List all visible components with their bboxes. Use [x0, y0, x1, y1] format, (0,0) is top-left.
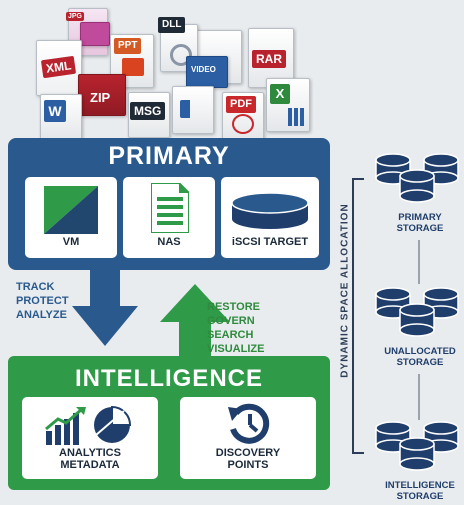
axis-label-text: DYNAMIC SPACE ALLOCATION — [339, 203, 351, 378]
analytics-label: ANALYTICS METADATA — [22, 447, 158, 471]
video-tag: VIDEO — [191, 65, 216, 74]
ppt-tag: PPT — [114, 38, 142, 54]
down-arrow — [72, 268, 138, 346]
govern-text: GOVERN — [207, 315, 255, 327]
intelligence-storage-label: INTELLIGENCE STORAGE — [370, 480, 464, 502]
bar-chart-icon — [288, 108, 304, 126]
zip-file-icon — [78, 74, 126, 116]
intelligence-storage-icon — [375, 421, 459, 471]
discovery-line: DISCOVERY — [215, 447, 281, 459]
connector-line — [418, 374, 420, 420]
allocation-bracket — [352, 178, 364, 454]
up-arrow — [160, 284, 230, 358]
gear-icon — [170, 44, 192, 66]
restore-clock-icon — [228, 403, 270, 444]
iscsi-label: iSCSI TARGET — [231, 236, 309, 248]
msg-tag: MSG — [130, 102, 166, 120]
unallocated-storage-icon — [375, 287, 459, 337]
dll-tag: DLL — [158, 17, 186, 33]
intelligence-storage-line2: STORAGE — [396, 491, 444, 502]
vm-icon — [44, 186, 98, 234]
intelligence-title: INTELLIGENCE — [74, 365, 263, 392]
analyze-text: ANALYZE — [16, 309, 67, 321]
track-text: TRACK — [16, 281, 55, 293]
track-protect-analyze: TRACK PROTECT ANALYZE — [16, 280, 69, 322]
document-icon — [151, 183, 189, 233]
search-text: SEARCH — [207, 329, 254, 341]
discovery-card: DISCOVERY POINTS — [180, 397, 316, 479]
pdf-tag: PDF — [226, 96, 256, 113]
primary-storage-line1: PRIMARY — [398, 212, 442, 223]
analytics-card: ANALYTICS METADATA — [22, 397, 158, 479]
zip-tag: ZIP — [90, 90, 111, 105]
speaker-icon — [180, 100, 202, 118]
primary-storage-icon — [375, 153, 459, 203]
connector-line — [418, 240, 420, 284]
primary-storage-label: PRIMARY STORAGE — [370, 212, 464, 234]
unallocated-storage-line1: UNALLOCATED — [384, 346, 456, 357]
rar-tag: RAR — [252, 50, 286, 68]
metadata-line: METADATA — [60, 459, 120, 471]
vm-label: VM — [62, 236, 80, 248]
unallocated-storage-label: UNALLOCATED STORAGE — [370, 346, 464, 368]
restore-govern-search-visualize: RESTORE GOVERN SEARCH VISUALIZE — [207, 300, 264, 356]
file-type-icons: JPG XML PPT DLL VIDEO RAR ZIP W MSG PDF … — [0, 0, 330, 140]
intelligence-storage-line1: INTELLIGENCE — [385, 480, 455, 491]
excel-logo-icon: X — [270, 84, 290, 104]
nas-label: NAS — [157, 236, 181, 248]
protect-text: PROTECT — [16, 295, 69, 307]
nas-card: NAS — [123, 177, 215, 258]
analytics-icon — [45, 405, 132, 445]
video-file-icon — [186, 56, 228, 88]
presentation-icon — [122, 58, 144, 76]
vm-card: VM — [25, 177, 117, 258]
visualize-text: VISUALIZE — [207, 343, 265, 355]
jpg-tag: JPG — [66, 12, 85, 21]
primary-title: PRIMARY — [108, 142, 230, 170]
unallocated-storage-line2: STORAGE — [396, 357, 444, 368]
word-logo-icon: W — [44, 100, 66, 122]
primary-storage-line2: STORAGE — [396, 223, 444, 234]
iscsi-card: iSCSI TARGET — [221, 177, 319, 258]
camera-icon — [80, 22, 110, 46]
points-line: POINTS — [227, 459, 269, 471]
disk-icon — [231, 192, 309, 229]
analytics-line: ANALYTICS — [59, 447, 121, 459]
acrobat-icon — [232, 114, 254, 134]
restore-text: RESTORE — [207, 301, 260, 313]
discovery-label: DISCOVERY POINTS — [180, 447, 316, 471]
